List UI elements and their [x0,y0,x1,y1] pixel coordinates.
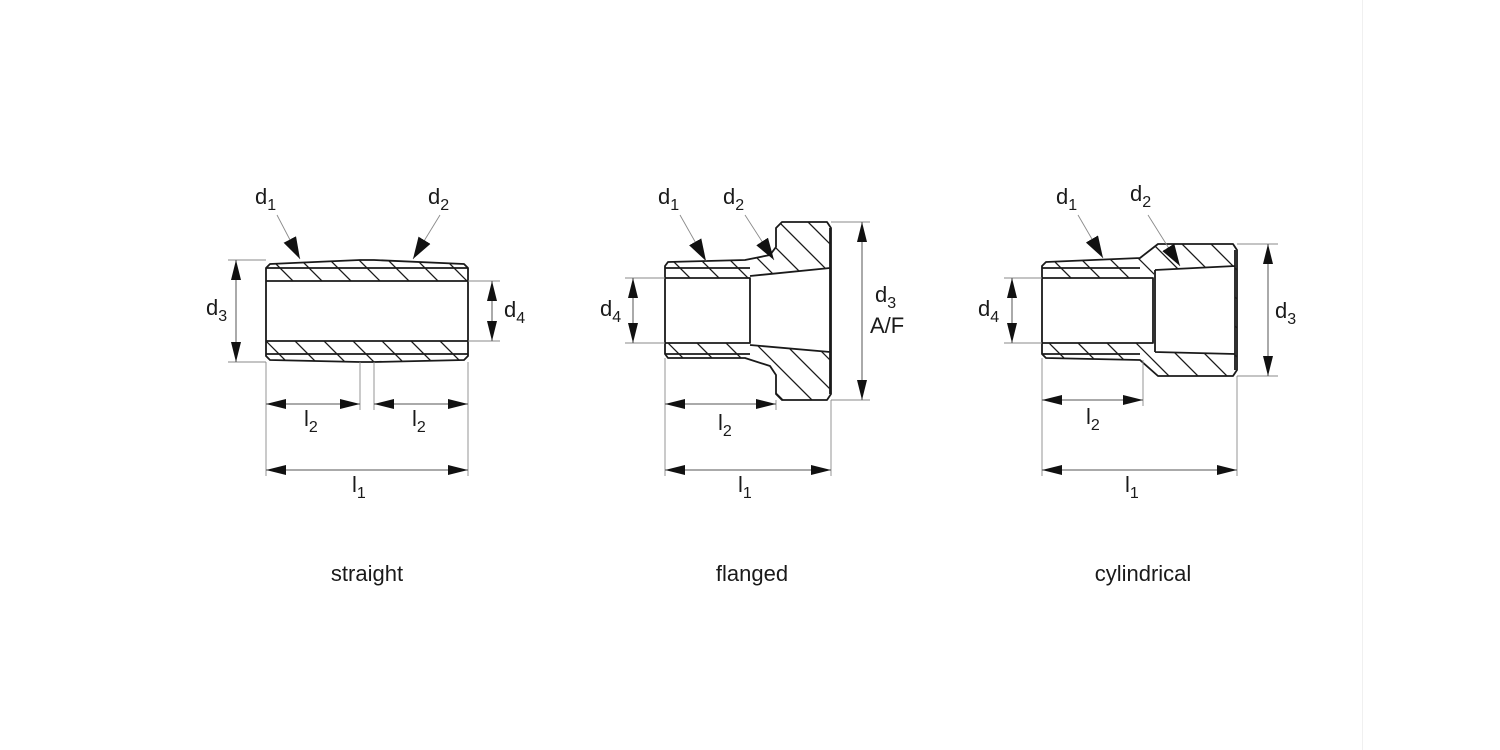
hatch-line [824,222,831,400]
hatch-line [266,260,433,362]
caption-flanged: flanged [716,561,788,586]
straight-bore [266,267,468,355]
hatch-line [366,260,468,362]
flanged-bore [665,228,831,394]
leader-d1 [276,214,301,260]
cylindrical-fitting: d1 d2 d4 d3 l2 l1 cylindrical [820,181,1444,586]
label-d3: d3 [206,295,227,325]
hatch-line [820,230,980,390]
label-l1: l1 [1125,472,1139,502]
hatch-line [266,260,375,362]
hatch-line [279,260,468,362]
hatch-line [1051,244,1213,376]
hatch-line [1080,244,1237,376]
hatch-line [266,260,462,362]
extension-lines [228,259,500,476]
hatch-line [1042,244,1155,376]
label-d4: d4 [600,296,621,326]
extension-lines [625,221,870,476]
hatch-line [308,260,468,362]
label-d4: d4 [978,296,999,326]
straight-outline [265,259,469,363]
page-edge-divider [1362,0,1363,750]
label-d1: d1 [255,184,276,214]
label-l2: l2 [1086,404,1100,434]
straight-fitting: d1 d2 d3 d4 l2 l2 l1 straight [0,184,525,586]
leader-d2 [412,214,441,260]
extension-lines [1004,243,1278,476]
caption-cylindrical: cylindrical [1095,561,1192,586]
hatch-line [665,222,775,400]
label-d3: d3 [875,282,896,312]
hatch-line [448,210,658,420]
label-d1: d1 [658,184,679,214]
label-l2-left: l2 [304,406,318,436]
label-d2: d2 [428,184,449,214]
label-d3: d3 [1275,298,1296,328]
hatch-line [1167,244,1237,376]
cylindrical-outline [1041,243,1238,377]
label-l1: l1 [352,472,366,502]
leader-d2 [744,214,775,261]
hatch-line [679,222,831,400]
hatch-line [395,260,468,362]
hatch-line [1042,244,1184,376]
hatch-line [19,210,229,420]
cylindrical-bore [1042,250,1236,370]
leader-d1 [1077,214,1104,259]
hatch-line [0,210,200,420]
hatch-line [1042,244,1097,376]
hatch-line [1109,244,1237,376]
hatch-line [1196,244,1237,376]
hatch-line [665,222,804,400]
label-d2: d2 [723,184,744,214]
hatch-line [737,222,831,400]
flanged-fitting: d1 d2 d4 d3 A/F l2 l1 flanged [390,184,904,586]
section-hatching [820,230,1444,390]
label-l2-right: l2 [412,406,426,436]
hatch-line [266,260,346,362]
hatch-line [766,222,831,400]
hatch-line [665,222,831,400]
hatch-line [266,260,288,362]
label-d3-across-flats: A/F [870,313,904,338]
caption-straight: straight [331,561,403,586]
label-d2: d2 [1130,181,1151,211]
label-l1: l1 [738,472,752,502]
hatch-line [390,210,600,420]
hatch-line [665,222,746,400]
section-hatching [390,210,831,420]
hatch-line [1225,244,1237,376]
label-l2: l2 [718,410,732,440]
label-d4: d4 [504,297,525,327]
leader-d1 [679,214,707,262]
hatch-line [878,230,1038,390]
hatch-line [1284,230,1444,390]
leader-d2 [1147,214,1181,267]
label-d1: d1 [1056,184,1077,214]
